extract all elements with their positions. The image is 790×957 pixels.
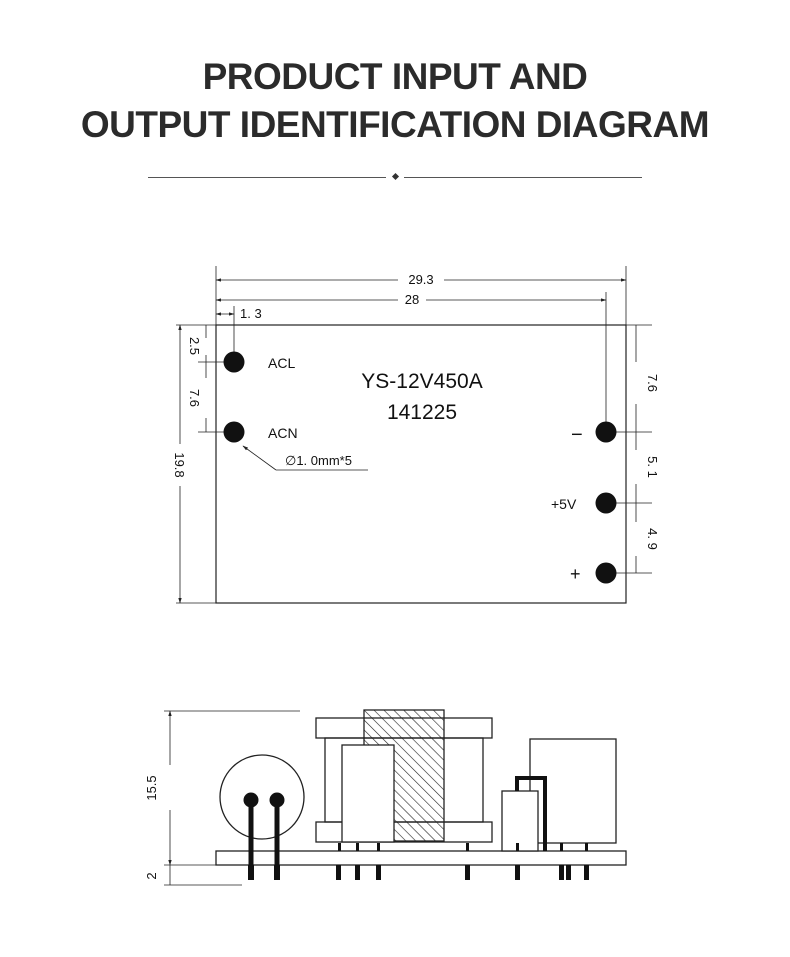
dim-total-width: 29.3 <box>408 272 433 287</box>
hole-note: ∅1. 0mm*5 <box>285 453 352 468</box>
pin-plus-5v <box>595 492 617 514</box>
dim-acl-acn: 7.6 <box>187 389 202 407</box>
dim-right-top: 7.6 <box>645 374 660 392</box>
dim-minus-5v: 5. 1 <box>645 456 660 478</box>
label-plus-5v: +5V <box>551 496 577 512</box>
label-acn: ACN <box>268 425 298 441</box>
side-view-pins <box>243 792 589 880</box>
model-label: YS-12V450A <box>361 370 482 393</box>
top-view <box>176 266 652 604</box>
transformer-coil <box>341 744 395 843</box>
diagram-title-line-2: OUTPUT IDENTIFICATION DIAGRAM <box>80 104 710 145</box>
title-divider-right <box>404 177 642 178</box>
lead-dot-1 <box>243 792 259 808</box>
small-component <box>501 790 539 852</box>
dim-5v-plus: 4. 9 <box>645 528 660 550</box>
board-outline <box>215 324 627 604</box>
dim-left-offset: 1. 3 <box>240 306 262 321</box>
lead-dot-2 <box>269 792 285 808</box>
date-code-label: 141225 <box>387 401 457 424</box>
dim-side-height: 15.5 <box>144 775 159 800</box>
dim-height: 19.8 <box>172 452 187 477</box>
side-view <box>164 709 627 886</box>
label-acl: ACL <box>268 355 295 371</box>
pin-minus <box>595 421 617 443</box>
pin-acl <box>223 351 245 373</box>
title-divider-left <box>148 177 386 178</box>
pin-acn <box>223 421 245 443</box>
round-component <box>219 754 305 840</box>
diagram-title-line-1: PRODUCT INPUT AND <box>202 56 588 97</box>
dim-top-offset: 2.5 <box>187 337 202 355</box>
output-capacitor <box>529 738 617 844</box>
dim-pin-span: 28 <box>405 292 419 307</box>
pin-plus <box>595 562 617 584</box>
pcb-board <box>215 850 627 866</box>
label-plus: + <box>570 564 581 584</box>
dim-pin-length: 2 <box>144 872 159 879</box>
pins-top-view <box>223 351 617 584</box>
label-minus: − <box>571 424 583 446</box>
